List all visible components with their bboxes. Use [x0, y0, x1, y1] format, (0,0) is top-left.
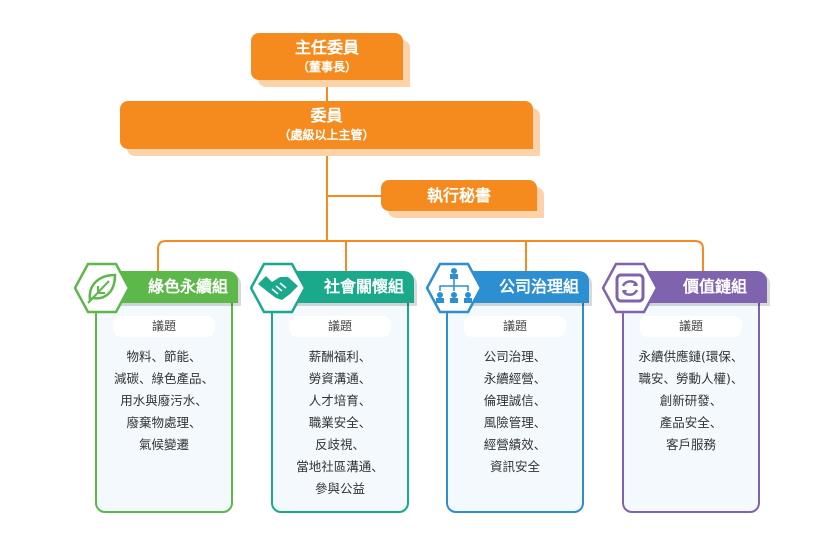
topic-item: 物料、節能、	[126, 349, 202, 364]
leaf-icon	[74, 262, 130, 314]
group-name: 公司治理組	[499, 277, 580, 296]
topic-item: 薪酬福利、	[308, 349, 372, 364]
committee-subtitle: （處級以上主管）	[278, 128, 375, 142]
topic-item: 減碳、綠色產品、	[113, 371, 214, 386]
topic-item: 永續供應鏈(環保、	[638, 349, 744, 364]
topic-item: 勞資溝通、	[308, 371, 372, 386]
topic-item: 用水與廢污水、	[120, 393, 208, 408]
group-name: 綠色永續組	[148, 277, 229, 296]
topic-item: 公司治理、	[483, 349, 547, 364]
topic-item: 經營績效、	[483, 437, 547, 452]
topic-label: 議題	[640, 316, 742, 337]
topic-item: 職業安全、	[308, 415, 372, 430]
topic-item: 參與公益	[314, 481, 365, 496]
topic-label: 議題	[464, 316, 566, 337]
cycle-icon	[602, 262, 658, 314]
topic-list: 永續供應鏈(環保、職安、勞動人權)、創新研發、產品安全、客戶服務	[624, 346, 758, 456]
group-card-blue: 議題 公司治理、永續經營、倫理誠信、風險管理、經營績效、資訊安全	[446, 300, 584, 513]
group-card-purple: 議題 永續供應鏈(環保、職安、勞動人權)、創新研發、產品安全、客戶服務	[622, 300, 760, 513]
topic-item: 氣候變遷	[138, 437, 189, 452]
topic-item: 當地社區溝通、	[296, 459, 384, 474]
topic-label: 議題	[113, 316, 215, 337]
chair-subtitle: （董事長）	[296, 59, 357, 74]
committee-box: 委員 （處級以上主管）	[120, 101, 533, 149]
group-name: 價值鏈組	[683, 277, 748, 296]
group-card-green: 議題 物料、節能、減碳、綠色產品、用水與廢污水、廢棄物處理、氣候變遷	[95, 300, 233, 513]
topic-item: 產品安全、	[659, 415, 723, 430]
committee-title: 委員	[310, 106, 343, 125]
topic-item: 職安、勞動人權)、	[638, 371, 744, 386]
topic-item: 廢棄物處理、	[126, 415, 202, 430]
handshake-icon	[250, 262, 306, 314]
group-name: 社會關懷組	[324, 277, 405, 296]
topic-item: 反歧視、	[314, 437, 365, 452]
chair-title: 主任委員	[294, 37, 359, 57]
topic-item: 創新研發、	[659, 393, 723, 408]
secretary-box: 執行秘書	[381, 180, 537, 211]
org-chart-icon	[426, 262, 482, 314]
chair-box: 主任委員 （董事長）	[251, 33, 403, 80]
topic-item: 人才培育、	[308, 393, 372, 408]
topic-item: 客戶服務	[665, 437, 716, 452]
topic-list: 公司治理、永續經營、倫理誠信、風險管理、經營績效、資訊安全	[448, 346, 582, 478]
topic-item: 倫理誠信、	[483, 393, 547, 408]
topic-item: 風險管理、	[483, 415, 547, 430]
group-card-teal: 議題 薪酬福利、勞資溝通、人才培育、職業安全、反歧視、當地社區溝通、參與公益	[271, 300, 409, 513]
topic-label: 議題	[289, 316, 391, 337]
secretary-title: 執行秘書	[426, 185, 491, 205]
topic-list: 物料、節能、減碳、綠色產品、用水與廢污水、廢棄物處理、氣候變遷	[97, 346, 231, 456]
connector-groups	[157, 240, 704, 271]
topic-item: 資訊安全	[489, 459, 540, 474]
topic-item: 永續經營、	[483, 371, 547, 386]
topic-list: 薪酬福利、勞資溝通、人才培育、職業安全、反歧視、當地社區溝通、參與公益	[273, 346, 407, 500]
